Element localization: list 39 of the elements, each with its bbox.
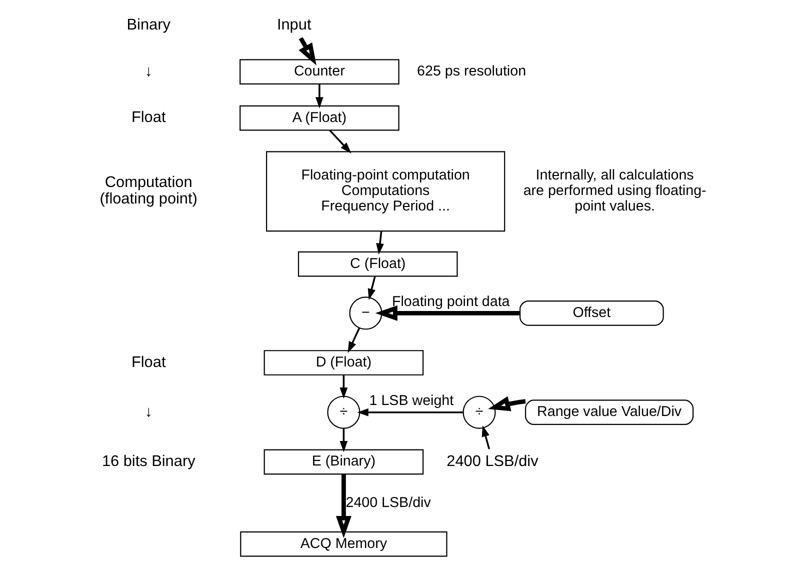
label: Float [130,354,166,371]
node-text: Input [276,16,311,34]
arrow [481,425,490,450]
node-circle: ÷ [326,396,360,429]
label: ↓ [144,403,152,420]
arrow [315,84,323,108]
label: Binary [126,16,170,34]
node-box: Floating-point computation Computations Frequency Period ... [266,151,505,232]
arrow [347,328,360,353]
arrow [298,37,316,66]
node-box: Counter [239,59,399,84]
label: ↓ [144,62,152,80]
edge-label: 2400 LSB/div [345,495,430,512]
arrow [339,375,348,399]
arrow [367,276,376,300]
node-text: 2400 LSB/div [446,453,538,470]
node-box: Range value Value/Div [524,400,694,426]
arrow [339,428,348,452]
node-box: Offset [518,300,664,326]
label: Float [130,109,166,126]
arrow [356,408,463,416]
arrow [376,231,384,255]
arrow [488,396,526,412]
arrow [374,305,520,321]
node-circle: − [348,296,382,330]
label: Computation (floating point) [99,174,197,208]
node-box: C (Float) [297,251,458,277]
node-box: A (Float) [239,105,399,131]
node-label: 625 ps resolution [416,64,526,80]
arrow [335,474,351,538]
node-circle: ÷ [462,396,496,429]
node-box: E (Binary) [263,449,424,475]
edge-label: Floating point data [391,294,510,310]
edge-label: 1 LSB weight [368,393,454,410]
node-box: ACQ Memory [240,531,447,557]
arrow [328,130,351,154]
node-box: D (Float) [263,350,424,376]
label: 16 bits Binary [101,453,195,470]
node-label: Internally, all calculations are performed using floating-point values. [522,168,706,215]
